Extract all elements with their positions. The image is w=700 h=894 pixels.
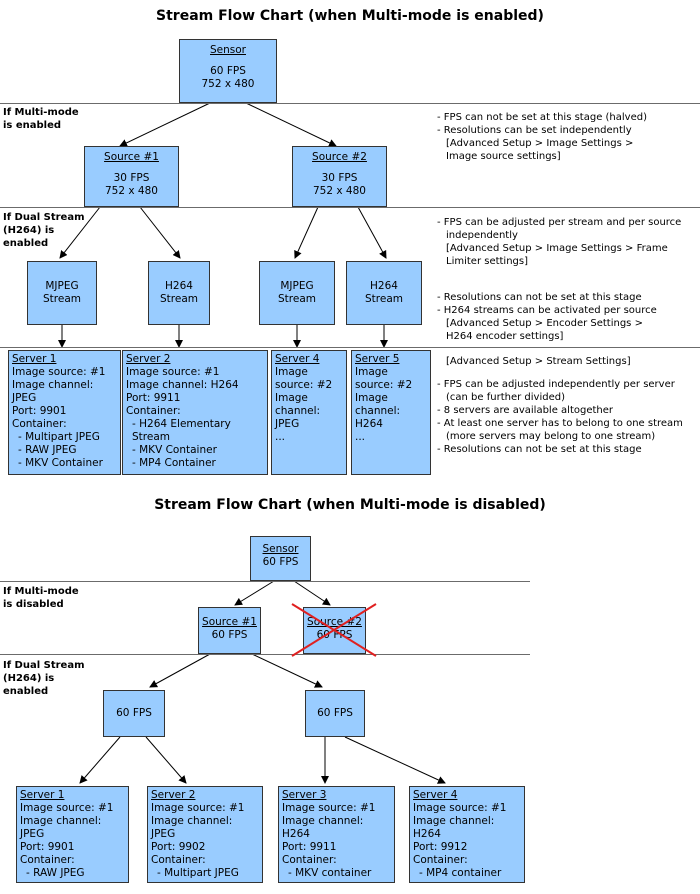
divider bbox=[0, 103, 700, 104]
server-3-node: Server 3 Image source: #1 Image channel:… bbox=[278, 786, 395, 883]
server-1-node: Server 1 Image source: #1 Image channel:… bbox=[8, 350, 121, 475]
notes-server-stage: [Advanced Setup > Stream Settings] - FPS… bbox=[437, 356, 683, 455]
fps-node: 60 FPS bbox=[305, 690, 365, 737]
section-label-dualstream: If Dual Stream (H264) is enabled bbox=[3, 660, 85, 697]
server-4-node: Server 4 Image source: #1 Image channel:… bbox=[409, 786, 525, 883]
sensor-node: Sensor 60 FPS 752 x 480 bbox=[179, 39, 277, 103]
fps-node: 60 FPS bbox=[103, 690, 165, 737]
chart2-title: Stream Flow Chart (when Multi-mode is di… bbox=[154, 497, 546, 513]
server-2-node: Server 2 Image source: #1 Image channel:… bbox=[147, 786, 263, 883]
section-label-dualstream: If Dual Stream (H264) is enabled bbox=[3, 212, 85, 249]
notes-source-stage: - FPS can not be set at this stage (halv… bbox=[437, 112, 647, 162]
source1-node: Source #1 30 FPS 752 x 480 bbox=[84, 146, 179, 207]
divider bbox=[0, 207, 700, 208]
divider bbox=[0, 347, 700, 348]
divider bbox=[0, 654, 530, 655]
server-4-node: Server 4 Image source: #2 Image channel:… bbox=[271, 350, 347, 475]
server-2-node: Server 2 Image source: #1 Image channel:… bbox=[122, 350, 268, 475]
notes-stream-fps: - FPS can be adjusted per stream and per… bbox=[437, 217, 682, 267]
disabled-cross-icon bbox=[291, 603, 377, 657]
section-label-multimode: If Multi-mode is enabled bbox=[3, 107, 79, 131]
source2-node: Source #2 30 FPS 752 x 480 bbox=[292, 146, 387, 207]
chart1-title: Stream Flow Chart (when Multi-mode is en… bbox=[156, 8, 544, 24]
server-1-node: Server 1 Image source: #1 Image channel:… bbox=[16, 786, 129, 883]
divider bbox=[0, 581, 530, 582]
sensor-node: Sensor 60 FPS bbox=[250, 536, 311, 581]
source1-node: Source #1 60 FPS bbox=[198, 607, 261, 654]
notes-stream-stage: - Resolutions can not be set at this sta… bbox=[437, 292, 657, 342]
section-label-multimode: If Multi-mode is disabled bbox=[3, 586, 79, 610]
server-5-node: Server 5 Image source: #2 Image channel:… bbox=[351, 350, 431, 475]
